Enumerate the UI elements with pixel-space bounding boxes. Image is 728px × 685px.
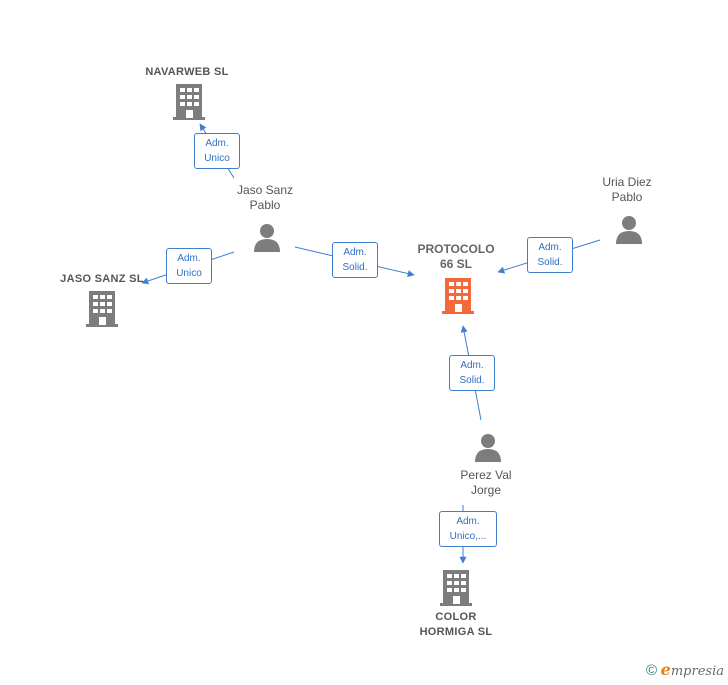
copyright-icon: ©	[645, 662, 658, 679]
edge-label-perez-protocolo[interactable]: Adm. Solid.	[449, 355, 495, 391]
empresia-brand[interactable]: © empresia	[646, 660, 724, 679]
building-icon[interactable]	[440, 570, 472, 606]
person-icon[interactable]	[252, 222, 282, 252]
color-hormiga-label[interactable]: COLOR HORMIGA SL	[419, 611, 493, 638]
edge-label-uria-protocolo[interactable]: Adm. Solid.	[527, 237, 573, 273]
edge-label-jaso-jasosanz[interactable]: Adm. Unico	[166, 248, 212, 284]
building-icon[interactable]	[86, 291, 118, 327]
uria-diez-pablo-label[interactable]: Uria Diez Pablo	[602, 175, 652, 204]
jaso-sanz-pablo-label[interactable]: Jaso Sanz Pablo	[236, 183, 294, 212]
building-icon[interactable]	[442, 278, 474, 314]
navarweb-label[interactable]: NAVARWEB SL	[145, 66, 229, 78]
person-icon[interactable]	[473, 432, 503, 462]
edge-label-perez-color[interactable]: Adm. Unico,...	[439, 511, 497, 547]
jaso-sanz-sl-label[interactable]: JASO SANZ SL	[60, 273, 144, 285]
protocolo-66-label[interactable]: PROTOCOLO 66 SL	[417, 242, 495, 271]
person-icon[interactable]	[614, 214, 644, 244]
edge-label-jaso-protocolo[interactable]: Adm. Solid.	[332, 242, 378, 278]
perez-val-jorge-label[interactable]: Perez Val Jorge	[460, 468, 512, 497]
building-icon[interactable]	[173, 84, 205, 120]
edge-label-jaso-navarweb[interactable]: Adm. Unico	[194, 133, 240, 169]
brand-logo: empresia	[660, 660, 724, 679]
